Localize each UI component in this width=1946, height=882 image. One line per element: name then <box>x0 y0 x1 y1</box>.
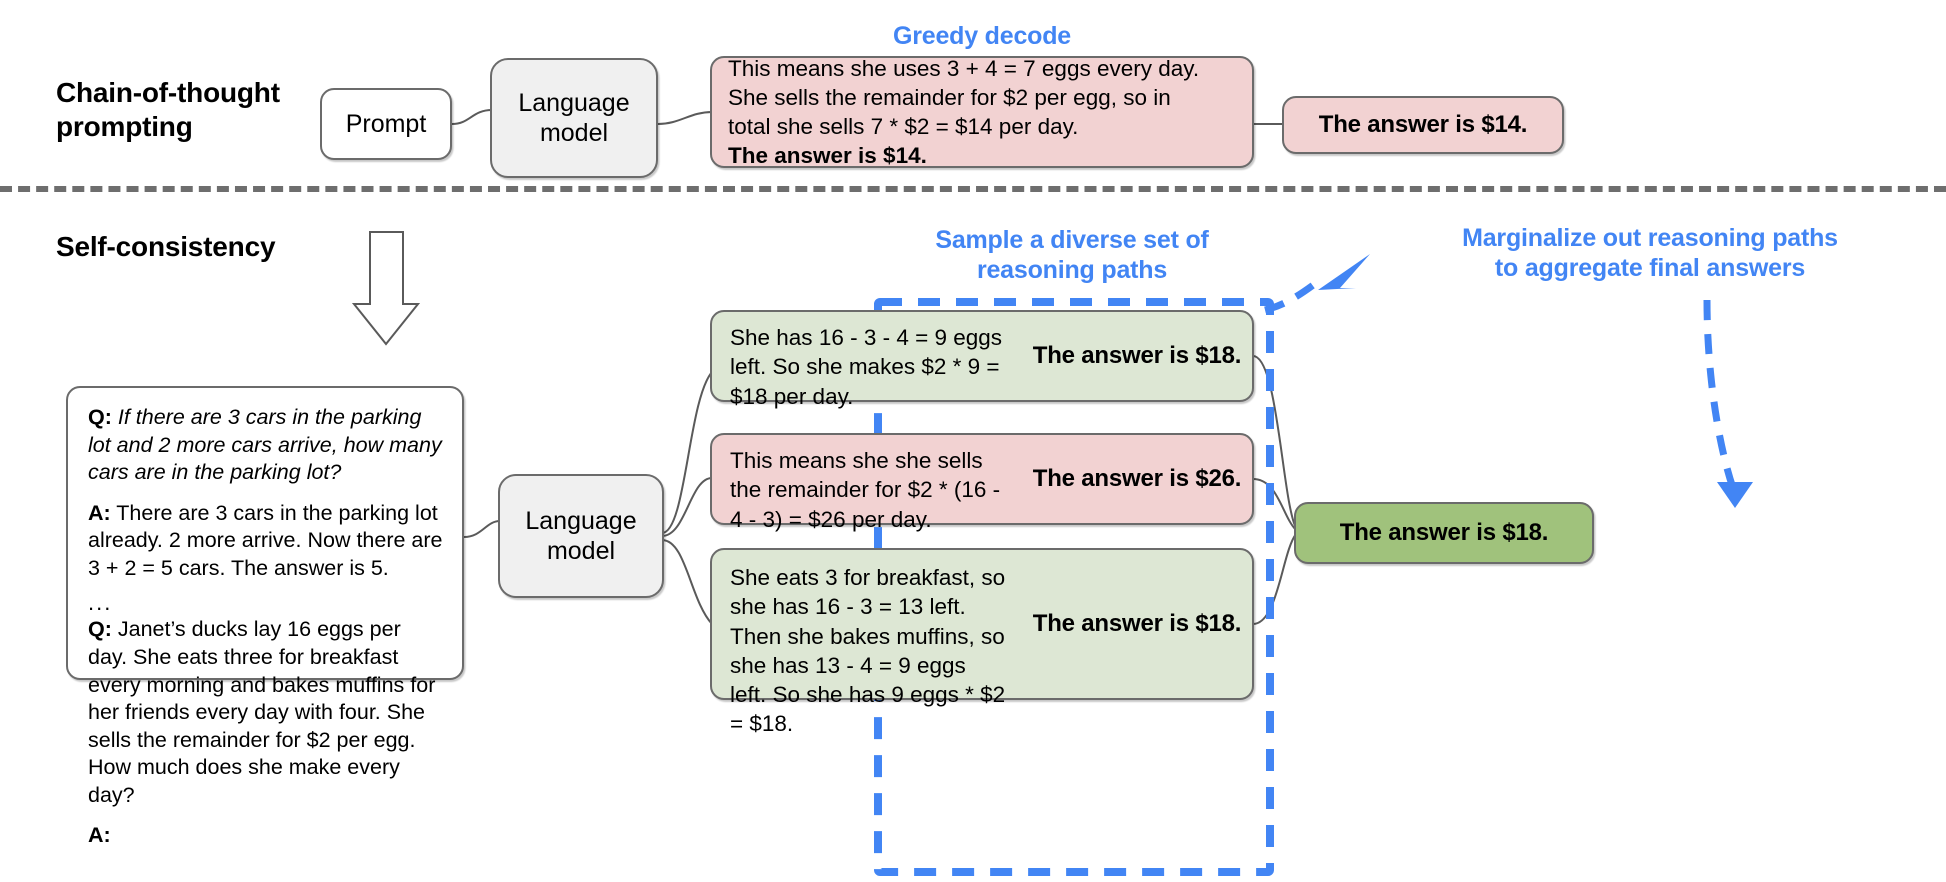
path-3-answer-cell: The answer is $18. <box>1022 550 1252 698</box>
sc-section-title: Self-consistency <box>56 230 456 264</box>
sc-prompt-q2-text: Janet’s ducks lay 16 eggs per day. She e… <box>88 617 436 807</box>
sc-prompt-q2-label: Q: <box>88 617 112 642</box>
section-divider <box>0 186 1946 192</box>
path-1-answer-cell: The answer is $18. <box>1022 312 1252 400</box>
greedy-decode-caption-text: Greedy decode <box>892 22 1072 50</box>
sc-prompt-text: Q: If there are 3 cars in the parking lo… <box>68 388 462 864</box>
connector-model-to-path2 <box>661 477 713 537</box>
connector-path3-to-final <box>1252 533 1297 625</box>
sc-prompt-q1-label: Q: <box>88 405 112 429</box>
sc-language-model-node[interactable]: Language model <box>498 474 664 598</box>
path-1-answer: The answer is $18. <box>1032 341 1242 369</box>
connector-scprompt-to-model <box>463 520 501 538</box>
cot-answer-text: The answer is $14. <box>1318 110 1528 138</box>
cot-model-line2: model <box>539 119 609 147</box>
path-2-answer: The answer is $26. <box>1032 464 1242 492</box>
path-3-answer: The answer is $18. <box>1032 609 1242 637</box>
marginalize-caption-line1: Marginalize out reasoning paths <box>1462 224 1838 252</box>
sc-prompt-a1-text: There are 3 cars in the parking lot alre… <box>88 500 443 580</box>
reasoning-path-1[interactable]: She has 16 - 3 - 4 = 9 eggs left. So she… <box>710 310 1254 409</box>
connector-model-to-reasoning <box>657 111 713 125</box>
reasoning-path-2[interactable]: This means she she sells the remainder f… <box>710 433 1254 532</box>
sc-prompt-a2: A: <box>88 822 444 850</box>
cot-title-line1: Chain-of-thought <box>56 77 280 108</box>
final-answer-text: The answer is $18. <box>1339 518 1549 546</box>
marginalize-caption-line2: to aggregate final answers <box>1494 253 1806 282</box>
connector-path1-to-final <box>1252 355 1297 529</box>
sc-prompt-q1: Q: If there are 3 cars in the parking lo… <box>88 404 444 487</box>
sc-prompt-a1: A: There are 3 cars in the parking lot a… <box>88 500 444 583</box>
cot-title-line2: prompting <box>56 111 193 143</box>
cot-reasoning-line1: This means she uses 3 + 4 = 7 eggs every… <box>728 55 1200 81</box>
cot-model-line1: Language <box>518 89 630 117</box>
sc-prompt-a2-label: A: <box>88 823 111 848</box>
sample-paths-caption: Sample a diverse set of reasoning paths <box>872 226 1272 285</box>
marginalize-caption: Marginalize out reasoning paths to aggre… <box>1370 224 1930 283</box>
sc-prompt-node[interactable]: Q: If there are 3 cars in the parking lo… <box>66 386 464 847</box>
cot-reasoning-text: This means she uses 3 + 4 = 7 eggs every… <box>712 43 1252 182</box>
path-3-reasoning: She eats 3 for breakfast, so she has 16 … <box>730 565 1006 737</box>
connector-path2-to-final <box>1252 478 1297 531</box>
path-1-reasoning: She has 16 - 3 - 4 = 9 eggs left. So she… <box>730 325 1003 409</box>
path-2-reasoning: This means she she sells the remainder f… <box>730 448 1001 532</box>
sc-prompt-q2: Q: Janet’s ducks lay 16 eggs per day. Sh… <box>88 616 444 809</box>
blue-arrowhead-diagonal <box>1318 254 1370 290</box>
sc-prompt-a1-label: A: <box>88 500 111 525</box>
greedy-decode-caption: Greedy decode <box>712 22 1252 52</box>
connector-model-to-path3 <box>661 539 713 625</box>
sc-prompt-q1-text: If there are 3 cars in the parking lot a… <box>88 405 442 485</box>
blue-dashed-arrow-diagonal <box>1264 277 1323 314</box>
cot-reasoning-line2: She sells the remainder for $2 per egg, … <box>728 84 1171 110</box>
cot-reasoning-bold-line: The answer is $14. <box>728 143 927 169</box>
cot-prompt-node[interactable]: Prompt <box>320 88 452 160</box>
sc-model-line2: model <box>546 537 616 565</box>
sc-model-line1: Language <box>525 507 637 535</box>
connector-model-to-path1 <box>661 371 713 534</box>
cot-reasoning-line3: total she sells 7 * $2 = $14 per day. <box>728 114 1079 139</box>
path-2-answer-cell: The answer is $26. <box>1022 435 1252 523</box>
sc-prompt-ellipsis: ... <box>88 590 113 616</box>
cot-answer-node[interactable]: The answer is $14. <box>1282 96 1564 154</box>
sample-caption-line1: Sample a diverse set of <box>935 226 1209 254</box>
blue-arrowhead-vertical <box>1717 482 1753 508</box>
connector-prompt-to-model <box>451 109 493 125</box>
cot-reasoning-node[interactable]: This means she uses 3 + 4 = 7 eggs every… <box>710 56 1254 168</box>
cot-language-model-node[interactable]: Language model <box>490 58 658 178</box>
sc-title-text: Self-consistency <box>56 231 276 262</box>
sample-caption-line2: reasoning paths <box>976 255 1168 284</box>
cot-prompt-label: Prompt <box>345 110 427 138</box>
reasoning-path-3[interactable]: She eats 3 for breakfast, so she has 16 … <box>710 548 1254 737</box>
blue-dashed-arrow-vertical <box>1703 299 1737 490</box>
final-answer-node[interactable]: The answer is $18. <box>1294 502 1594 564</box>
cot-section-title: Chain-of-thought prompting <box>56 76 386 144</box>
